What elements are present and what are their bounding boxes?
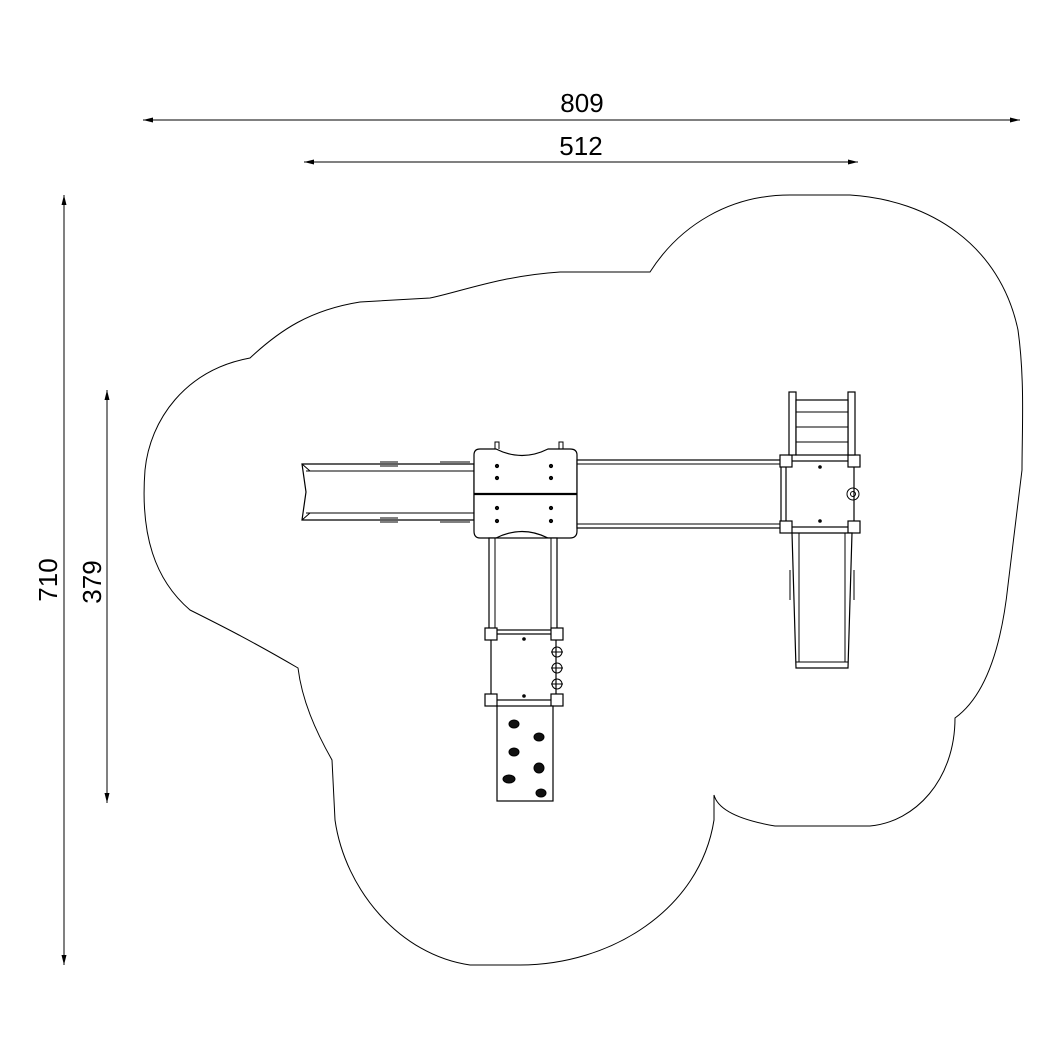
structure-width-label: 512 (559, 131, 602, 161)
climbing-hold (508, 719, 520, 729)
structure-depth-label: 379 (77, 560, 107, 603)
climbing-hold (533, 762, 545, 774)
climbing-hold (502, 774, 516, 784)
central-platform (473, 441, 578, 539)
right-slide (789, 532, 855, 669)
vertical-bridge (488, 537, 558, 631)
climbing-wall (496, 705, 554, 802)
climbing-hold (508, 747, 520, 757)
climbing-hold (533, 732, 545, 742)
horizontal-bridge (576, 459, 782, 529)
right-tower (779, 454, 861, 534)
right-ladder (788, 391, 856, 456)
lower-tower (484, 627, 564, 707)
climbing-hold (535, 788, 547, 798)
overall-width-label: 809 (560, 88, 603, 118)
safety-zone-outline (143, 194, 1024, 966)
left-slide (301, 461, 475, 523)
overall-depth-label: 710 (33, 558, 63, 601)
play-structure (301, 391, 861, 802)
